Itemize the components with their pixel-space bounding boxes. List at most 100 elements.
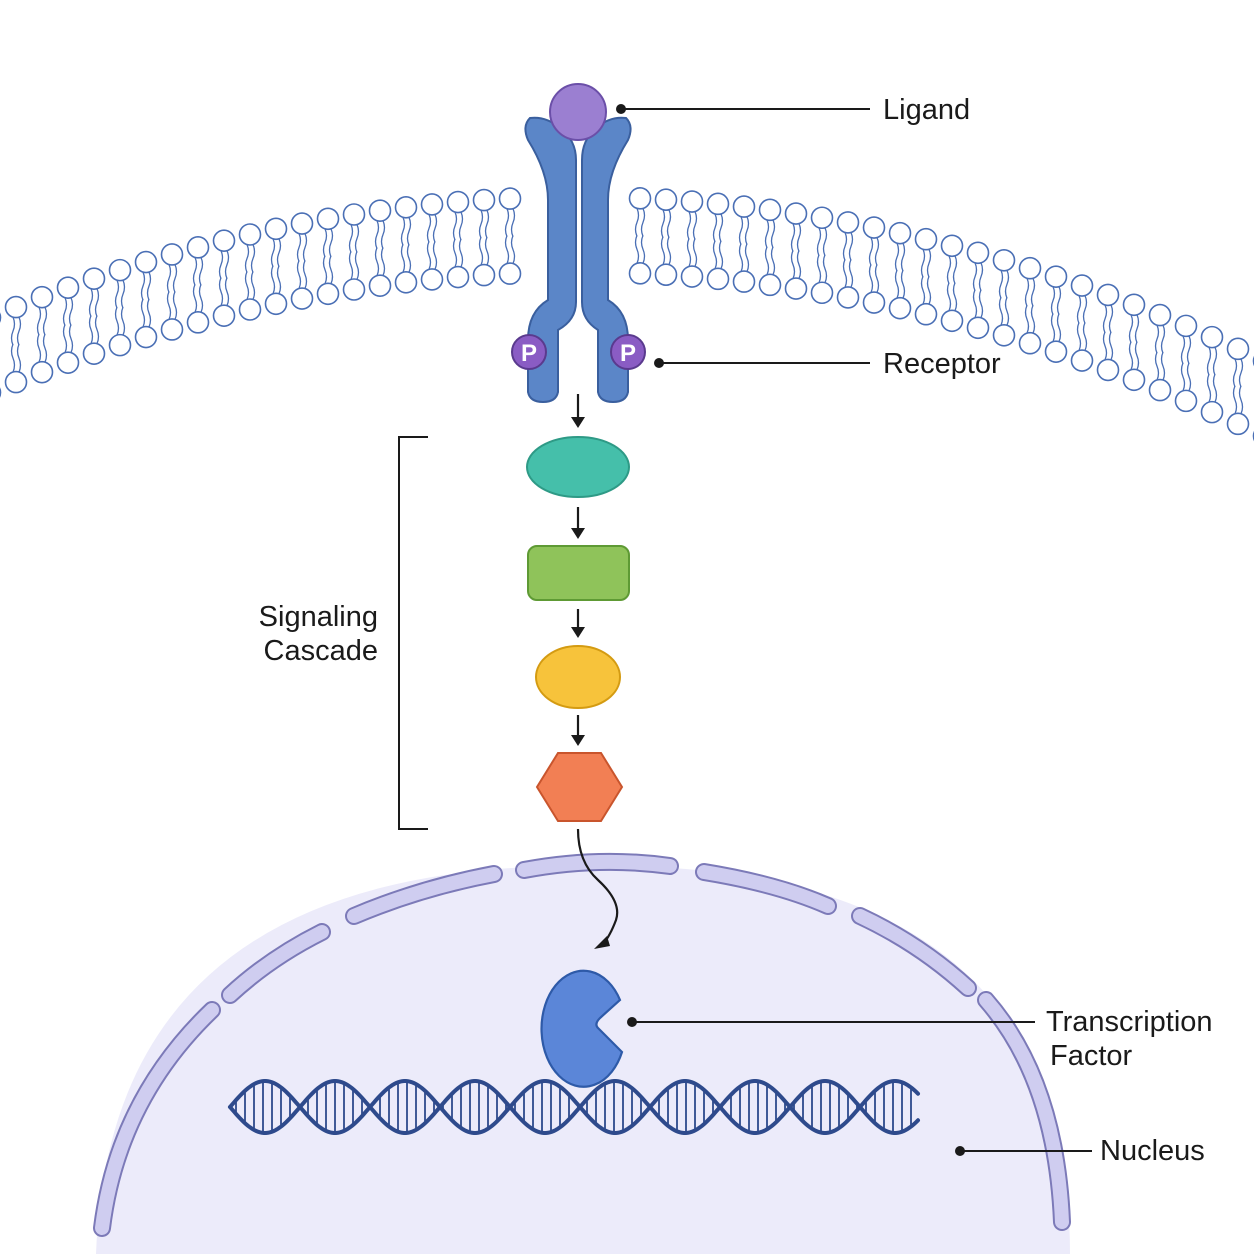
lipid-head-outer [732,195,756,218]
lipid-head-outer [1018,256,1042,280]
lipid-tails [348,224,360,280]
cell-membrane [0,187,1254,442]
lipid-head-inner [966,316,990,340]
lipid-tails [1076,295,1088,351]
lipid-head-inner [446,265,470,289]
lipid-tails [1128,314,1140,371]
lipid-tails [1024,277,1036,334]
lipid-head-outer [1200,325,1224,349]
lipid-head-outer [446,190,470,214]
lipid-head-outer [1174,314,1198,338]
lipid-head-outer [472,188,496,212]
lipid-head-inner [706,267,730,291]
arrow-step2-to-step3 [571,609,585,638]
lipid-head-outer [394,196,418,219]
lipid-head-inner [654,263,678,286]
lipid-tails [270,238,282,295]
lipid-head-inner [1044,340,1068,363]
lipid-tails [374,220,386,276]
cascade-label-line1: Signaling [259,601,378,633]
lipid-tails [868,237,880,293]
receptor-label: Receptor [883,348,1001,380]
lipid-head-outer [186,236,210,259]
lipid-tails [244,244,256,300]
phospho-group-right: P [610,334,646,370]
dna-strand-1 [228,1079,920,1135]
transcription-factor [540,969,624,1088]
cascade-step-3-ellipse [535,645,621,709]
lipid-head-outer [56,276,80,299]
lipid-head-outer [992,248,1016,272]
lipid-head-outer [0,312,2,323]
lipid-head-inner [1018,331,1042,355]
lipid-head-inner [1070,349,1094,372]
cascade-step-4-hexagon [535,752,624,822]
nuclear-envelope [93,852,1071,1237]
arrow-step3-to-step4 [571,715,585,746]
lipid-head-inner [4,370,28,394]
lipid-head-outer [160,243,184,266]
lipid-head-inner [420,268,444,291]
phospho-label-left: P [521,340,537,367]
lipid-head-inner [82,342,106,365]
receptor-leader: Receptor [654,348,1001,380]
lipid-tails [738,216,750,272]
lipid-head-outer [888,221,912,245]
lipid-head-inner [992,323,1016,347]
lipid-tails [140,271,152,328]
lipid-head-outer [1226,337,1250,361]
lipid-tails [478,209,490,266]
lipid-head-inner [732,270,756,293]
cascade-label-line2: Cascade [264,635,378,667]
lipid-head-outer [862,216,886,239]
lipid-tails [1232,358,1244,415]
lipid-tails [1102,304,1114,361]
lipid-head-outer [1096,283,1120,307]
transcription-factor-leader: Transcription Factor [627,1006,1213,1072]
lipid-head-inner [316,282,340,306]
lipid-head-inner [0,387,2,398]
lipid-tails [686,211,698,267]
lipid-tails [296,233,308,289]
lipid-head-inner [30,360,54,384]
lipid-tails [426,214,438,270]
lipid-tails [1180,335,1192,392]
nuclear-envelope-segment [347,867,501,923]
lipid-head-outer [238,223,262,246]
lipid-tails [1206,346,1218,403]
lipid-head-outer [82,267,106,290]
nucleus-label: Nucleus [1100,1135,1205,1167]
lipid-head-inner [212,304,236,327]
lipid-head-inner [1174,389,1198,413]
lipid-head-outer [108,258,132,282]
lipid-head-inner [914,302,938,326]
lipid-head-outer [1044,265,1068,288]
lipid-head-outer [290,212,314,235]
lipid-head-outer [628,187,652,210]
nuclear-envelope-segment [517,854,677,877]
lipid-head-inner [1096,358,1120,382]
lipid-tails [790,223,802,279]
lipid-head-outer [784,202,808,225]
nuclear-envelope-segment [979,993,1069,1229]
lipid-tails [166,264,178,320]
lipid-head-inner [472,263,496,287]
arrow-into-nucleus [576,828,619,949]
dna-strand-2 [228,1079,920,1135]
dna-double-helix [228,1079,920,1135]
lipid-head-outer [420,193,444,216]
lipid-head-inner [238,298,262,321]
nuclear-envelope-segment [223,925,329,1002]
lipid-head-outer [1148,303,1172,327]
nucleus-leader: Nucleus [955,1135,1205,1167]
arrow-step1-to-step2 [571,507,585,539]
nuclear-envelope-segment [853,909,975,995]
lipid-head-inner [888,296,912,320]
lipid-head-outer [134,250,158,274]
cascade-arrows [571,394,585,746]
lipid-head-inner [394,271,418,294]
nuclear-envelope-segment [95,1003,219,1235]
lipid-head-outer [30,285,54,309]
lipid-head-outer [966,241,990,265]
